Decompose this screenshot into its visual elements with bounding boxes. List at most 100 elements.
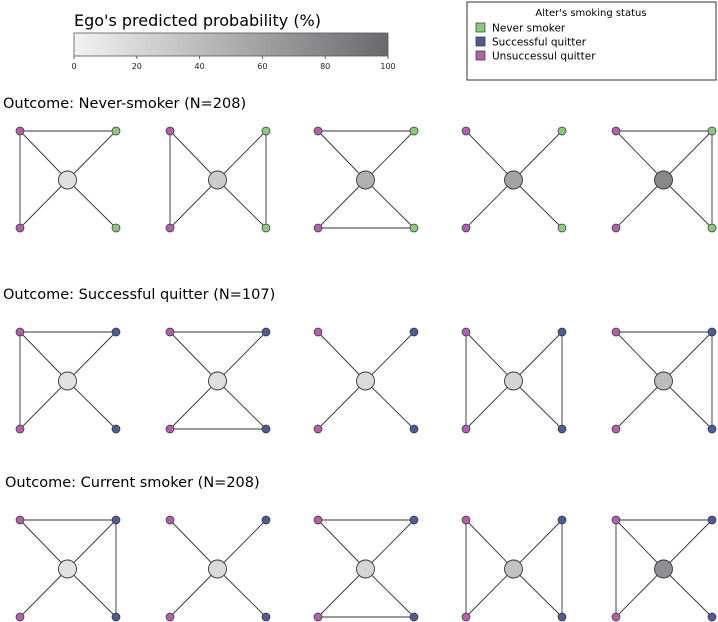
alter-node [707, 424, 717, 434]
ego-node [58, 170, 77, 190]
alter-node [461, 424, 471, 434]
alter-node [707, 612, 717, 622]
colorbar-gradient [73, 32, 389, 57]
alter-node [165, 515, 175, 525]
legend-title: Alter's smoking status [535, 8, 646, 19]
legend-swatch [475, 22, 486, 33]
alter-node [313, 327, 323, 337]
ego-node [58, 559, 77, 579]
legend-swatch [475, 50, 486, 61]
alter-node [409, 424, 419, 434]
alter-node [409, 223, 419, 233]
outcome-row: Outcome: Current smoker (N=208) [5, 475, 717, 622]
alter-node [409, 515, 419, 525]
ego-edge [615, 519, 664, 570]
colorbar-tick-label: 60 [257, 62, 267, 71]
alter-node [707, 126, 717, 136]
alter-node [409, 612, 419, 622]
ego-edge [217, 331, 267, 382]
ego-edge [615, 179, 664, 229]
alter-node [165, 327, 175, 337]
legend: Alter's smoking status Never smokerSucce… [466, 1, 717, 81]
row-title: Outcome: Current smoker (N=208) [5, 475, 260, 491]
ego-network [461, 515, 567, 622]
ego-network [461, 126, 567, 233]
ego-edge [663, 380, 713, 430]
ego-edge [465, 331, 514, 382]
alter-node [707, 515, 717, 525]
alter-node [557, 515, 567, 525]
alter-node [313, 424, 323, 434]
ego-edge [19, 130, 68, 181]
alter-node [261, 612, 271, 622]
alter-node [111, 126, 121, 136]
ego-edge [19, 380, 68, 430]
alter-node [15, 515, 25, 525]
ego-edge [615, 380, 664, 430]
legend-label: Successful quitter [492, 37, 587, 49]
ego-edge [465, 380, 514, 430]
alter-node [461, 327, 471, 337]
ego-edge [169, 380, 218, 430]
alter-node [611, 612, 621, 622]
alter-node [461, 126, 471, 136]
ego-edge [317, 519, 366, 570]
ego-edge [317, 568, 366, 618]
ego-edge [317, 130, 366, 181]
alter-node [261, 327, 271, 337]
alter-node [707, 327, 717, 337]
alter-node [409, 126, 419, 136]
ego-node [58, 371, 77, 391]
colorbar-tick-label: 0 [71, 62, 76, 71]
ego-edge [663, 179, 713, 229]
ego-edge [513, 519, 563, 570]
ego-node [504, 170, 523, 190]
alter-node [611, 424, 621, 434]
colorbar-tick-label: 80 [320, 62, 330, 71]
ego-edge [513, 380, 563, 430]
colorbar-tick-label: 40 [195, 62, 205, 71]
alter-node [611, 223, 621, 233]
alter-node [111, 515, 121, 525]
ego-node [504, 559, 523, 579]
ego-edge [317, 331, 366, 382]
ego-edge [465, 130, 514, 181]
alter-node [557, 126, 567, 136]
ego-edge [663, 568, 713, 618]
ego-edge [365, 179, 415, 229]
row-title: Outcome: Never-smoker (N=208) [3, 96, 246, 112]
ego-edge [317, 380, 366, 430]
alter-node [261, 126, 271, 136]
alter-node [261, 424, 271, 434]
alter-node [313, 515, 323, 525]
ego-edge [615, 130, 664, 181]
alter-node [557, 327, 567, 337]
alter-node [313, 223, 323, 233]
ego-edge [169, 519, 218, 570]
ego-network [165, 515, 271, 622]
ego-node [208, 371, 227, 391]
alter-node [611, 515, 621, 525]
ego-edge [217, 519, 267, 570]
outcome-row: Outcome: Never-smoker (N=208) [3, 96, 717, 233]
alter-node [611, 126, 621, 136]
legend-label: Unsuccessul quitter [492, 51, 596, 63]
network-rows: Outcome: Never-smoker (N=208)Outcome: Su… [3, 96, 717, 622]
ego-network [611, 126, 717, 233]
ego-network [165, 327, 271, 434]
ego-edge [465, 519, 514, 570]
ego-network [611, 515, 717, 622]
ego-edge [19, 331, 68, 382]
ego-edge [513, 130, 563, 181]
ego-edge [169, 179, 218, 229]
ego-edge [217, 568, 267, 618]
alter-node [261, 223, 271, 233]
legend-label: Never smoker [492, 23, 566, 35]
ego-edge [663, 519, 713, 570]
alter-node [409, 327, 419, 337]
ego-node [356, 170, 375, 190]
ego-edge [67, 331, 117, 382]
alter-node [611, 327, 621, 337]
